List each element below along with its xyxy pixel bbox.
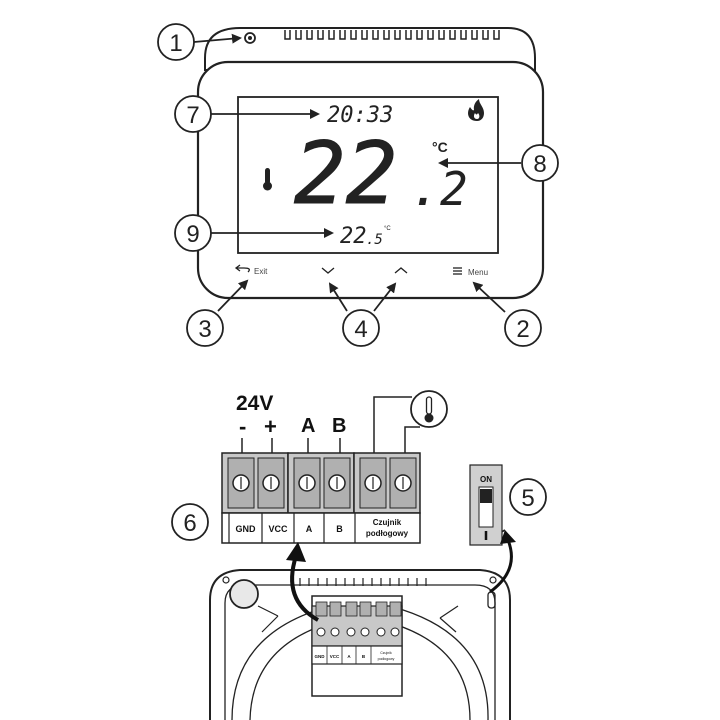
- callout-7: 7: [174, 95, 212, 133]
- switch-on-label: ON: [480, 475, 492, 484]
- callout-3: 3: [186, 309, 224, 347]
- svg-text:8: 8: [533, 151, 546, 178]
- mini-gnd-label: GND: [315, 654, 326, 659]
- callout-6: 6: [171, 503, 209, 541]
- menu-icon: [453, 267, 462, 275]
- lcd-screen: [237, 96, 499, 254]
- a-label: A: [301, 415, 315, 437]
- svg-text:1: 1: [169, 30, 182, 57]
- svg-text:5: 5: [521, 485, 534, 512]
- mini-sensor-label-line2: podłogowy: [378, 657, 395, 661]
- vent-slots: [284, 30, 500, 40]
- svg-text:2: 2: [516, 316, 529, 343]
- terminal-label-strip: [221, 512, 421, 544]
- temperature-dot: .: [412, 169, 436, 215]
- temperature-decimal: 2: [440, 162, 468, 216]
- switch-slider[interactable]: [480, 489, 492, 503]
- dip-switch[interactable]: ON: [469, 464, 503, 546]
- b-label: B: [332, 415, 346, 437]
- callout-8: 8: [521, 144, 559, 182]
- menu-label: Menu: [468, 268, 488, 277]
- terminal-b-label: B: [336, 524, 343, 534]
- menu-button[interactable]: Menu: [453, 267, 488, 277]
- flame-icon: [468, 99, 484, 121]
- thermometer-icon: [263, 168, 272, 191]
- up-button-chevron-up-icon[interactable]: [394, 267, 408, 274]
- mini-vcc-label: VCC: [330, 654, 340, 659]
- callout-5: 5: [509, 478, 547, 516]
- clock-time: 20:33: [327, 103, 393, 128]
- exit-button[interactable]: Exit: [234, 264, 268, 276]
- plus-label: +: [264, 414, 277, 439]
- exit-label: Exit: [254, 267, 268, 276]
- svg-text:9: 9: [186, 221, 199, 248]
- floor-sensor-icon: [410, 390, 448, 428]
- mini-a-label: A: [347, 654, 351, 659]
- gnd-label: GND: [236, 524, 257, 534]
- voltage-label: 24V: [236, 392, 273, 415]
- set-temperature: 22: [340, 224, 367, 249]
- svg-text:4: 4: [354, 316, 367, 343]
- minus-label: -: [239, 414, 246, 439]
- set-temperature-unit: °C: [384, 226, 391, 232]
- terminal-a-label: A: [306, 524, 313, 534]
- zoom-arrow-terminal: [286, 542, 320, 622]
- back-arrow-icon: [234, 264, 250, 273]
- sensor-label-line1: Czujnik: [373, 518, 402, 527]
- terminal-block: 24V - + A B: [221, 390, 448, 544]
- callout-4: 4: [342, 309, 380, 347]
- mini-terminal-block: GND VCC A B Czujnik podłogowy: [311, 595, 403, 697]
- callout-arrows: [193, 33, 521, 535]
- svg-text:3: 3: [198, 316, 211, 343]
- unit-celsius: °C: [432, 139, 448, 155]
- down-button-chevron-down-icon[interactable]: [321, 267, 335, 274]
- vcc-label: VCC: [268, 524, 288, 534]
- mini-sensor-label-line1: Czujnik: [380, 651, 392, 655]
- callout-1: 1: [157, 23, 195, 61]
- set-temperature-decimal: .5: [366, 232, 383, 248]
- svg-text:7: 7: [186, 102, 199, 129]
- svg-text:6: 6: [183, 510, 196, 537]
- room-temperature: 22: [294, 124, 398, 224]
- callout-2: 2: [504, 309, 542, 347]
- sensor-label-line2: podłogowy: [366, 529, 409, 538]
- callout-9: 9: [174, 214, 212, 252]
- mini-b-label: B: [362, 654, 366, 659]
- zoom-arrow-switch: [489, 530, 516, 594]
